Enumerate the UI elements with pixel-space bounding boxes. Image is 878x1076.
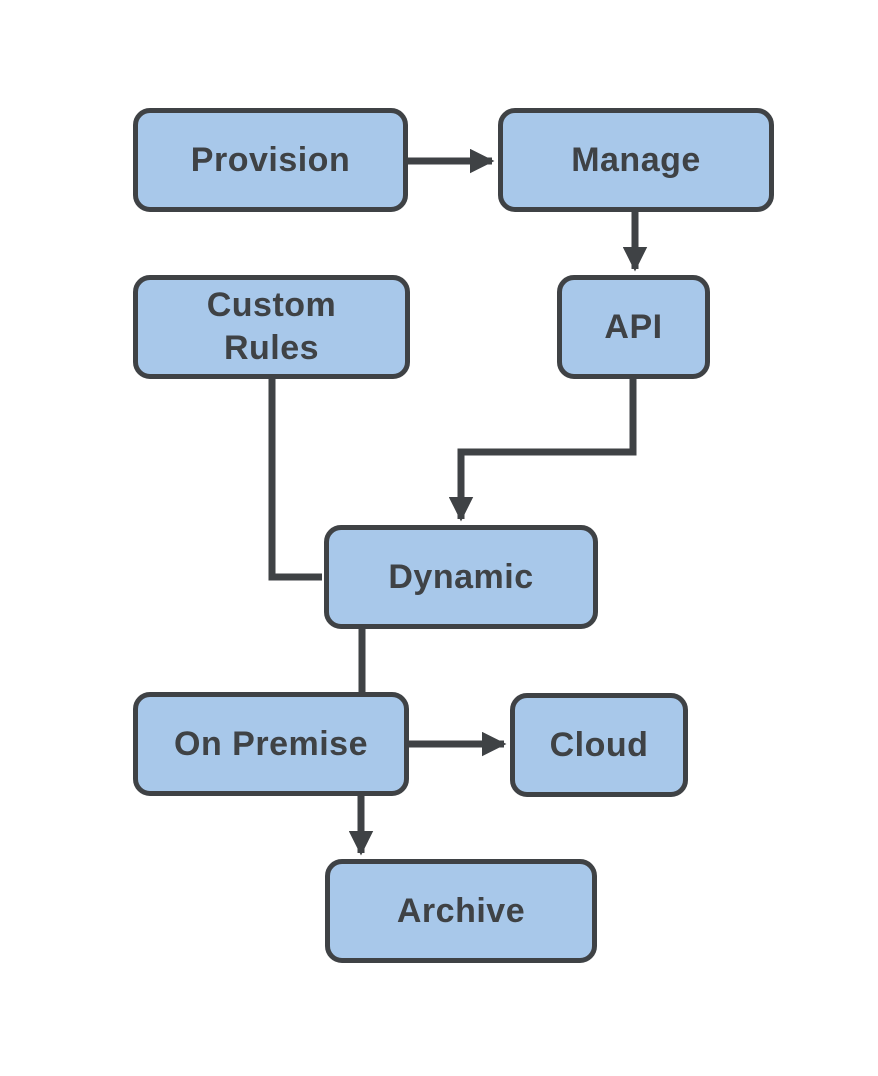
node-archive-label: Archive	[396, 891, 526, 930]
node-on-premise-label: On Premise	[174, 724, 368, 763]
node-custom-rules: Custom Rules	[133, 275, 410, 379]
edge-api-to-dynamic	[448, 378, 637, 522]
node-archive: Archive	[325, 859, 597, 963]
node-provision-label: Provision	[190, 140, 351, 179]
node-on-premise: On Premise	[133, 692, 409, 796]
node-dynamic: Dynamic	[324, 525, 598, 629]
node-cloud: Cloud	[510, 693, 688, 797]
node-api: API	[557, 275, 710, 379]
node-custom-rules-label: Custom Rules	[206, 286, 337, 367]
node-dynamic-label: Dynamic	[388, 557, 534, 596]
edge-custom-rules-to-dynamic	[268, 378, 322, 581]
node-cloud-label: Cloud	[549, 725, 649, 764]
node-api-label: API	[604, 307, 663, 346]
node-manage-label: Manage	[571, 140, 701, 179]
node-provision: Provision	[133, 108, 408, 212]
node-manage: Manage	[498, 108, 774, 212]
